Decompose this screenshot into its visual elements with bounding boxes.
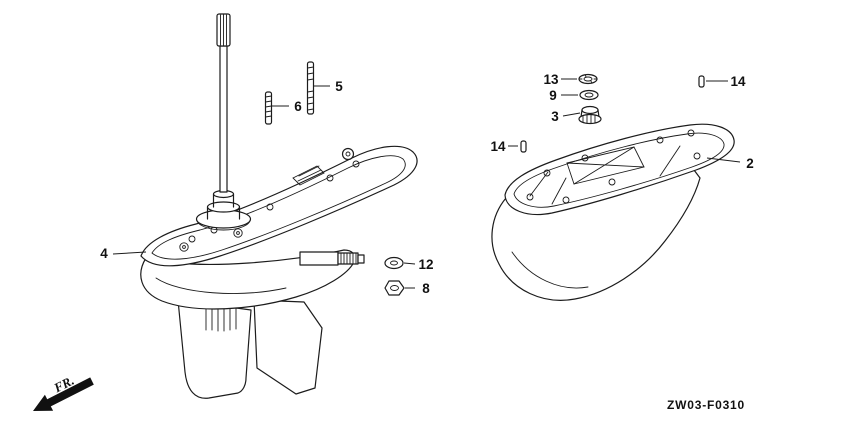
callout-14-right: 14 [706, 74, 746, 89]
rim-ribs [529, 145, 681, 205]
propeller-shaft [299, 251, 365, 266]
callout-6: 6 [272, 99, 302, 114]
front-direction-arrow: FR. [33, 373, 94, 411]
callout-8: 8 [405, 281, 430, 296]
callouts: 5 6 4 12 8 13 9 3 [100, 72, 754, 296]
left-assembly [140, 13, 418, 399]
callout-2: 2 [706, 156, 754, 171]
right-assembly [491, 73, 735, 301]
callout-2-label: 2 [746, 156, 754, 171]
drive-shaft [195, 13, 252, 231]
callout-6-label: 6 [294, 99, 302, 114]
callout-3-label: 3 [551, 109, 559, 124]
housing-rim [504, 123, 735, 216]
callout-5-label: 5 [335, 79, 343, 94]
callout-9-label: 9 [549, 88, 557, 103]
dowel-pin-14-right [698, 75, 705, 88]
callout-13: 13 [543, 72, 577, 87]
callout-14-right-label: 14 [730, 74, 746, 89]
rim-bolt-holes [526, 129, 701, 204]
nut-8 [384, 280, 405, 296]
diagram-code: ZW03-F0310 [667, 398, 745, 412]
water-fitting [341, 147, 355, 161]
callout-5: 5 [313, 79, 343, 94]
callout-14-left: 14 [490, 139, 518, 154]
stud-5 [306, 61, 315, 115]
callout-9: 9 [549, 88, 578, 103]
callout-14-left-label: 14 [490, 139, 506, 154]
callout-13-label: 13 [543, 72, 559, 87]
stud-6 [264, 91, 273, 125]
lock-washer-13 [578, 73, 598, 85]
bushing-3 [578, 105, 602, 125]
callout-4: 4 [100, 246, 147, 261]
callout-4-label: 4 [100, 246, 108, 261]
spline-hatch [220, 13, 227, 47]
center-brace [566, 146, 645, 185]
callout-8-label: 8 [422, 281, 430, 296]
callout-12: 12 [403, 257, 434, 272]
callout-3: 3 [551, 109, 581, 124]
skeg-fin [177, 298, 323, 399]
washer-9 [579, 89, 599, 101]
dowel-pin-14-left [520, 140, 527, 153]
vent-opening [292, 165, 325, 186]
gear-case-top [140, 145, 418, 267]
callout-12-label: 12 [418, 257, 433, 272]
washer-12 [384, 256, 404, 270]
